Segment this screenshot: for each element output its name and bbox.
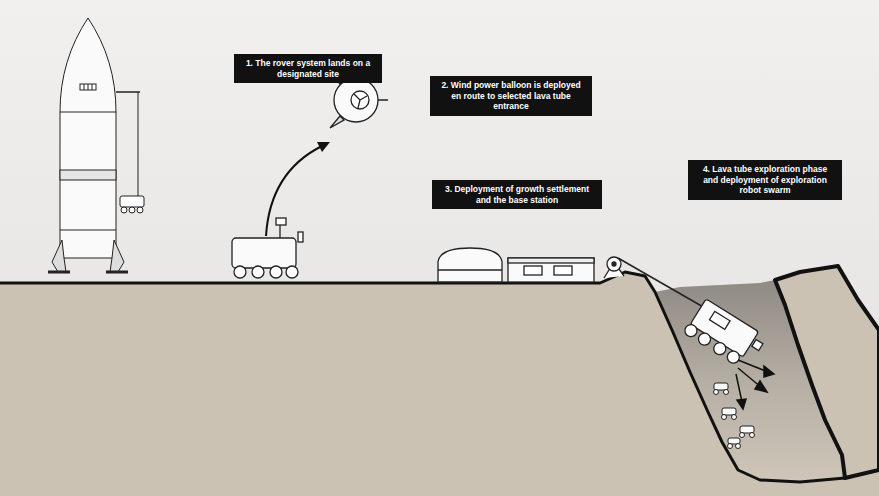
rocket [48, 18, 144, 272]
swarm-arrows [736, 360, 774, 409]
descending-rover [683, 298, 767, 372]
step-text: 2. Wind power balloon is deployed en rou… [437, 80, 585, 112]
arrowhead [317, 142, 330, 152]
step-text: 1. The rover system lands on a designate… [241, 58, 375, 79]
step-label: 4. Lava tube exploration phase and deplo… [688, 160, 842, 200]
ground [0, 272, 879, 496]
winch [604, 257, 712, 312]
step-text: 4. Lava tube exploration phase and deplo… [695, 164, 835, 196]
rock-wall [775, 266, 879, 478]
step-label: 1. The rover system lands on a designate… [234, 54, 382, 83]
settlement [438, 248, 594, 282]
step-label: 2. Wind power balloon is deployed en rou… [430, 76, 592, 116]
step-label: 3. Deployment of growth settlement and t… [432, 180, 602, 209]
ground-line [0, 272, 845, 482]
robot-swarm [714, 383, 755, 449]
launch-arrow [266, 146, 322, 236]
step-text: 3. Deployment of growth settlement and t… [439, 184, 595, 205]
